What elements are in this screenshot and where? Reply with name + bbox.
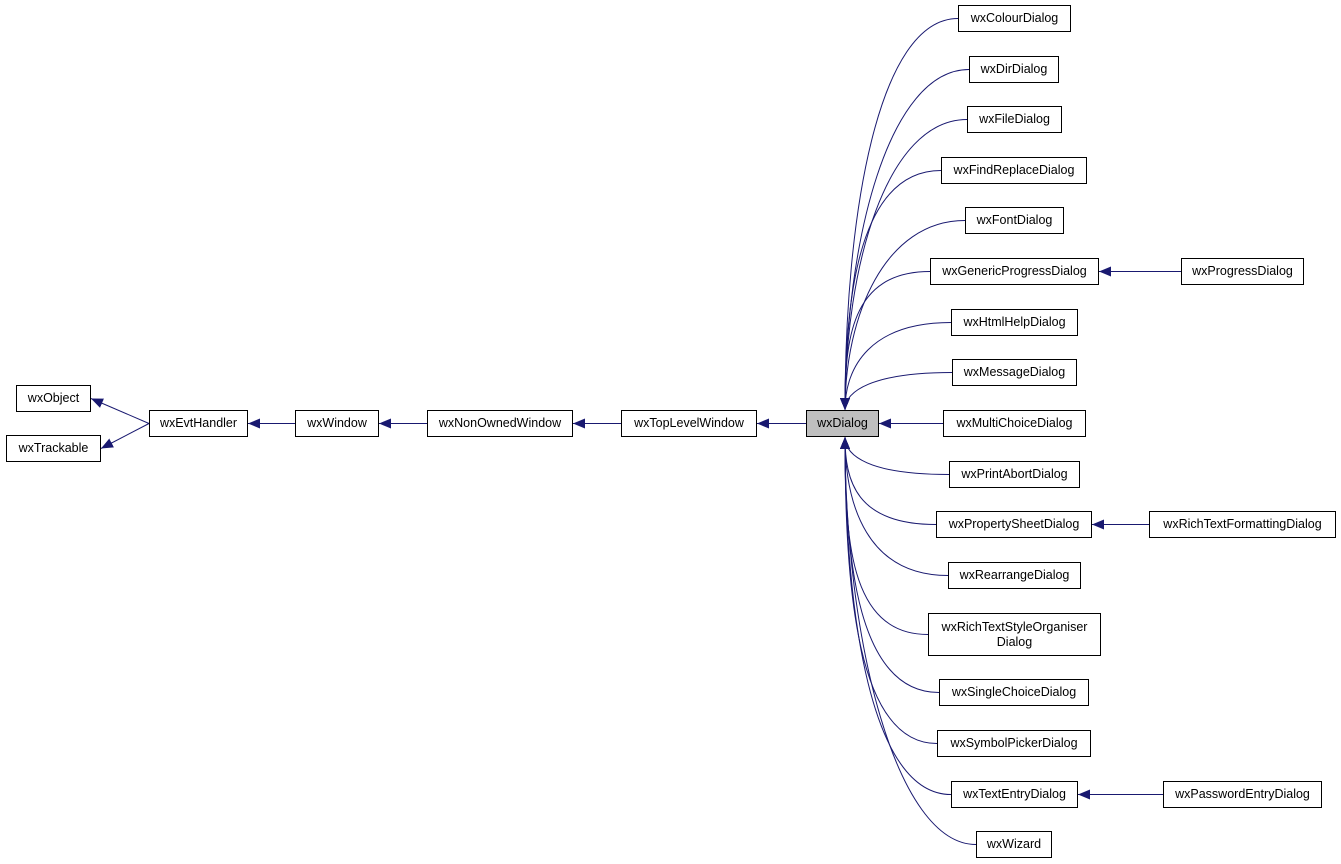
node-wxNonOwnedWindow[interactable]: wxNonOwnedWindow <box>427 410 573 437</box>
node-wxWindow[interactable]: wxWindow <box>295 410 379 437</box>
node-wxSymbolPickerDialog[interactable]: wxSymbolPickerDialog <box>937 730 1091 757</box>
node-wxMultiChoiceDialog[interactable]: wxMultiChoiceDialog <box>943 410 1086 437</box>
edge-wxFontDialog-to-wxDialog <box>840 220 966 411</box>
node-wxSingleChoiceDialog[interactable]: wxSingleChoiceDialog <box>939 679 1089 706</box>
edge-wxSingleChoiceDialog-to-wxDialog <box>840 436 940 693</box>
edge-wxRichTextStyleOrganiserDialog-to-wxDialog <box>840 436 929 635</box>
edge-wxGenericProgressDialog-to-wxDialog <box>840 271 931 411</box>
node-wxFileDialog[interactable]: wxFileDialog <box>967 106 1062 133</box>
node-wxPropertySheetDialog[interactable]: wxPropertySheetDialog <box>936 511 1092 538</box>
edge-wxPropertySheetDialog-to-wxDialog <box>840 436 937 525</box>
edge-wxHtmlHelpDialog-to-wxDialog <box>840 322 952 411</box>
edge-wxDirDialog-to-wxDialog <box>840 69 970 411</box>
edge-wxMessageDialog-to-wxDialog <box>840 372 953 411</box>
node-wxObject[interactable]: wxObject <box>16 385 91 412</box>
edge-wxTextEntryDialog-to-wxDialog <box>840 436 952 795</box>
edge-wxRearrangeDialog-to-wxDialog <box>840 436 949 576</box>
edge-wxPrintAbortDialog-to-wxDialog <box>840 436 950 475</box>
node-wxDialog-current[interactable]: wxDialog <box>806 410 879 437</box>
node-wxProgressDialog[interactable]: wxProgressDialog <box>1181 258 1304 285</box>
node-wxColourDialog[interactable]: wxColourDialog <box>958 5 1071 32</box>
node-wxRearrangeDialog[interactable]: wxRearrangeDialog <box>948 562 1081 589</box>
node-wxPrintAbortDialog[interactable]: wxPrintAbortDialog <box>949 461 1080 488</box>
node-wxRichTextStyleOrganiserDialog[interactable]: wxRichTextStyleOrganiser Dialog <box>928 613 1101 656</box>
node-wxTopLevelWindow[interactable]: wxTopLevelWindow <box>621 410 757 437</box>
edge-wxEvtHandler-to-wxTrackable <box>100 423 150 449</box>
node-wxTrackable[interactable]: wxTrackable <box>6 435 101 462</box>
edge-wxSymbolPickerDialog-to-wxDialog <box>840 436 938 744</box>
edge-wxWizard-to-wxDialog <box>840 436 977 845</box>
node-wxRichTextFormattingDialog[interactable]: wxRichTextFormattingDialog <box>1149 511 1336 538</box>
node-wxHtmlHelpDialog[interactable]: wxHtmlHelpDialog <box>951 309 1078 336</box>
edge-wxEvtHandler-to-wxObject <box>90 398 150 424</box>
node-wxFontDialog[interactable]: wxFontDialog <box>965 207 1064 234</box>
node-wxTextEntryDialog[interactable]: wxTextEntryDialog <box>951 781 1078 808</box>
edge-wxFileDialog-to-wxDialog <box>840 119 968 411</box>
node-wxEvtHandler[interactable]: wxEvtHandler <box>149 410 248 437</box>
node-wxWizard[interactable]: wxWizard <box>976 831 1052 858</box>
node-wxGenericProgressDialog[interactable]: wxGenericProgressDialog <box>930 258 1099 285</box>
node-wxMessageDialog[interactable]: wxMessageDialog <box>952 359 1077 386</box>
node-wxDirDialog[interactable]: wxDirDialog <box>969 56 1059 83</box>
node-wxPasswordEntryDialog[interactable]: wxPasswordEntryDialog <box>1163 781 1322 808</box>
edge-wxFindReplaceDialog-to-wxDialog <box>840 170 942 411</box>
edge-wxColourDialog-to-wxDialog <box>840 18 959 411</box>
node-wxFindReplaceDialog[interactable]: wxFindReplaceDialog <box>941 157 1087 184</box>
